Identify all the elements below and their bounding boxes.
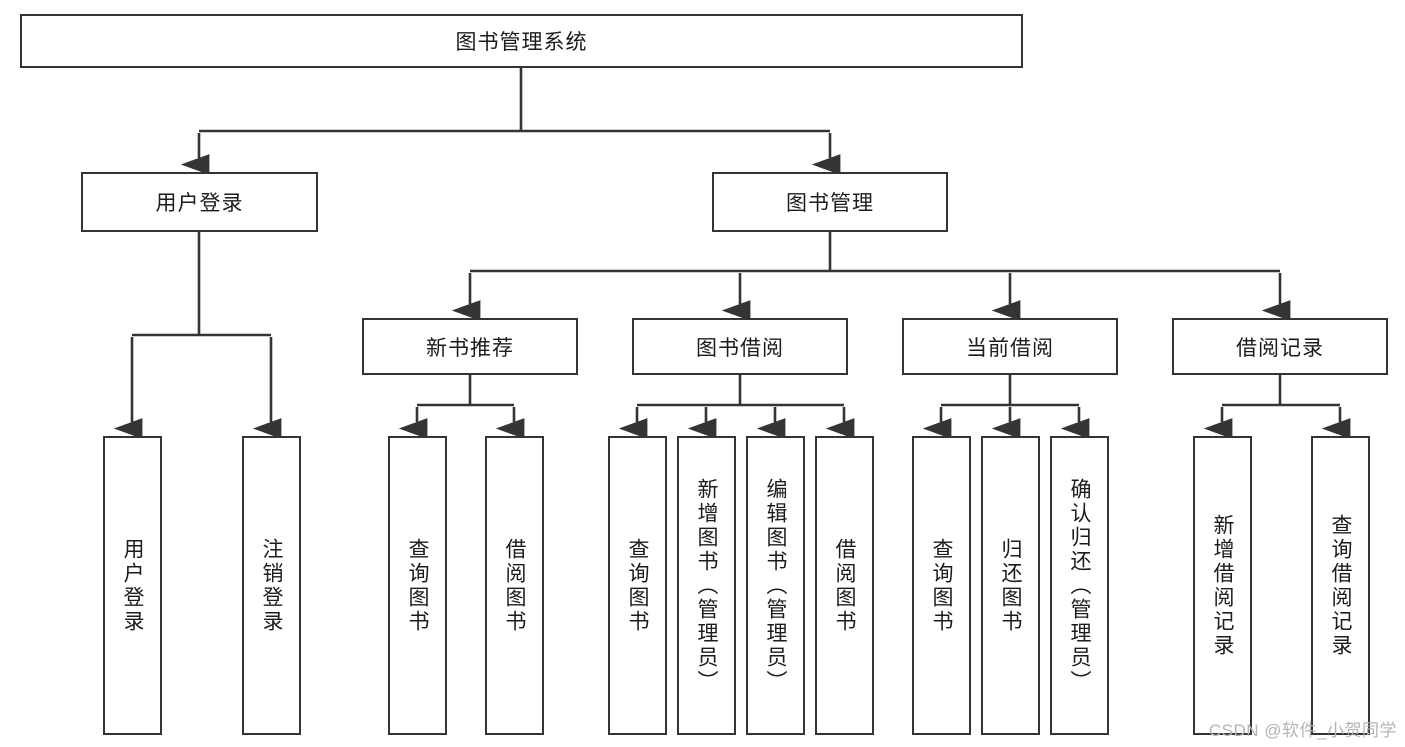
leaf-label: 查询图书	[406, 537, 429, 634]
node-book-borrow[interactable]: 图书借阅	[632, 318, 848, 375]
leaf-label: 新增借阅记录	[1211, 513, 1234, 658]
leaf-current-borrow-query[interactable]: 查询图书	[912, 436, 971, 735]
node-book-management-label: 图书管理	[786, 192, 874, 215]
leaf-book-borrow-edit[interactable]: 编辑图书（管理员）	[746, 436, 805, 735]
leaf-label: 借阅图书	[503, 537, 526, 634]
node-borrow-record-label: 借阅记录	[1236, 336, 1324, 360]
node-user-login[interactable]: 用户登录	[81, 172, 318, 232]
leaf-label: 查询图书	[930, 537, 953, 634]
leaf-current-borrow-return[interactable]: 归还图书	[981, 436, 1040, 735]
leaf-label: 归还图书	[999, 537, 1022, 634]
leaf-book-borrow-lend[interactable]: 借阅图书	[815, 436, 874, 735]
leaf-book-borrow-add[interactable]: 新增图书（管理员）	[677, 436, 736, 735]
node-current-borrow-label: 当前借阅	[966, 336, 1054, 360]
leaf-current-borrow-confirm[interactable]: 确认归还（管理员）	[1050, 436, 1109, 735]
leaf-label: 新增图书（管理员）	[695, 477, 718, 694]
leaf-user-login-signout[interactable]: 注销登录	[242, 436, 301, 735]
leaf-label: 注销登录	[260, 537, 283, 634]
node-borrow-record[interactable]: 借阅记录	[1172, 318, 1388, 375]
node-current-borrow[interactable]: 当前借阅	[902, 318, 1118, 375]
leaf-label: 用户登录	[121, 537, 144, 634]
node-user-login-label: 用户登录	[155, 192, 244, 215]
leaf-label: 借阅图书	[833, 537, 856, 634]
node-new-book-recommend[interactable]: 新书推荐	[362, 318, 578, 375]
leaf-label: 编辑图书（管理员）	[764, 477, 787, 694]
node-root-label: 图书管理系统	[455, 31, 588, 54]
leaf-borrow-record-add[interactable]: 新增借阅记录	[1193, 436, 1252, 735]
node-book-borrow-label: 图书借阅	[696, 336, 784, 360]
leaf-new-book-borrow[interactable]: 借阅图书	[485, 436, 544, 735]
node-new-book-recommend-label: 新书推荐	[426, 336, 514, 360]
leaf-borrow-record-query[interactable]: 查询借阅记录	[1311, 436, 1370, 735]
leaf-book-borrow-query[interactable]: 查询图书	[608, 436, 667, 735]
leaf-label: 查询图书	[626, 537, 649, 634]
node-root[interactable]: 图书管理系统	[20, 14, 1023, 68]
leaf-label: 确认归还（管理员）	[1068, 477, 1091, 694]
node-book-management[interactable]: 图书管理	[712, 172, 948, 232]
leaf-user-login-signin[interactable]: 用户登录	[103, 436, 162, 735]
leaf-label: 查询借阅记录	[1329, 513, 1352, 658]
leaf-new-book-query[interactable]: 查询图书	[388, 436, 447, 735]
